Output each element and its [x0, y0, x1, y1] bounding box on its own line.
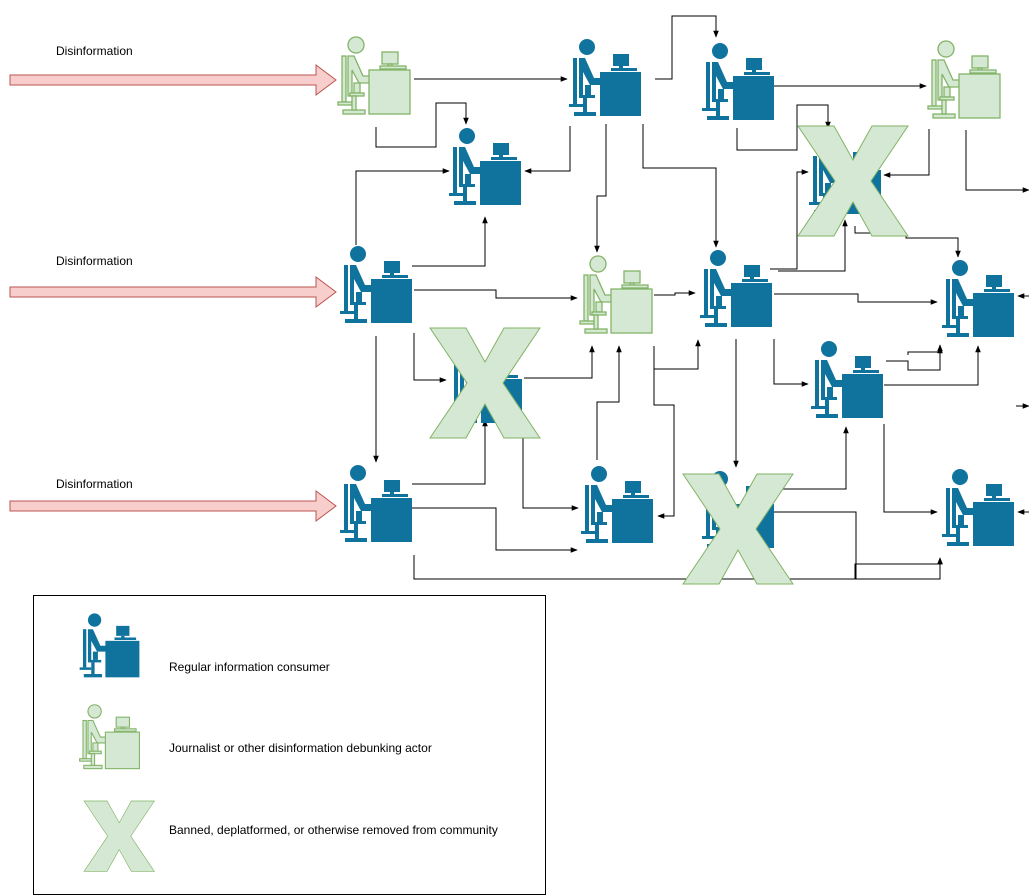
- consumer-node: [700, 250, 772, 327]
- consumer-node: [340, 465, 412, 542]
- edge: [653, 339, 701, 370]
- consumer-icon: [79, 613, 140, 678]
- disinformation-label: Disinformation: [56, 44, 133, 58]
- edge: [412, 216, 488, 267]
- edge: [412, 419, 488, 485]
- legend-journalist-label: Journalist or other disinformation debun…: [169, 741, 432, 755]
- consumer-node: [581, 466, 653, 543]
- edge: [653, 366, 675, 519]
- edge: [736, 104, 831, 151]
- journalist-node: [579, 255, 653, 334]
- edge: [413, 333, 447, 383]
- edge: [594, 124, 607, 253]
- disinformation-input-3: Disinformation: [9, 477, 337, 522]
- disinformation-label: Disinformation: [56, 254, 133, 268]
- edge: [654, 290, 696, 296]
- edge: [522, 437, 579, 511]
- edge: [774, 293, 938, 305]
- consumer-node: [340, 246, 412, 323]
- edge: [886, 344, 943, 371]
- journalist-node: [337, 36, 411, 115]
- disinformation-input-2: Disinformation: [9, 254, 337, 308]
- consumer-node: [811, 341, 883, 418]
- edge: [524, 345, 595, 379]
- edge: [965, 130, 1029, 193]
- banned-x-icon: [83, 800, 155, 872]
- edge: [412, 507, 578, 553]
- edge: [778, 219, 848, 272]
- edge: [414, 289, 578, 301]
- edge: [883, 424, 938, 515]
- disinformation-input-1: Disinformation: [9, 44, 337, 96]
- consumer-node: [942, 469, 1014, 546]
- banned-x-icon: [682, 473, 794, 585]
- edge: [884, 345, 981, 386]
- edge: [907, 346, 943, 355]
- legend: Regular information consumer Journalist …: [33, 595, 546, 895]
- legend-banned-label: Banned, deplatformed, or otherwise remov…: [169, 823, 498, 837]
- edge: [375, 102, 469, 148]
- edges: [355, 15, 1029, 580]
- consumer-node: [702, 43, 774, 120]
- consumer-node: [449, 128, 521, 205]
- edge: [655, 15, 719, 80]
- edge: [768, 511, 943, 580]
- consumer-node: [942, 260, 1014, 337]
- journalist-node: [927, 40, 1001, 119]
- edge: [524, 126, 571, 174]
- edge: [642, 124, 719, 248]
- journalist-icon: [79, 704, 140, 770]
- edge: [596, 345, 622, 460]
- consumer-node: [569, 39, 641, 116]
- edge: [883, 129, 930, 178]
- edge: [778, 426, 849, 490]
- disinformation-label: Disinformation: [56, 477, 133, 491]
- edge: [770, 169, 809, 270]
- edge: [773, 339, 809, 387]
- edge: [413, 555, 943, 580]
- edge: [355, 168, 450, 245]
- legend-regular-label: Regular information consumer: [169, 660, 330, 674]
